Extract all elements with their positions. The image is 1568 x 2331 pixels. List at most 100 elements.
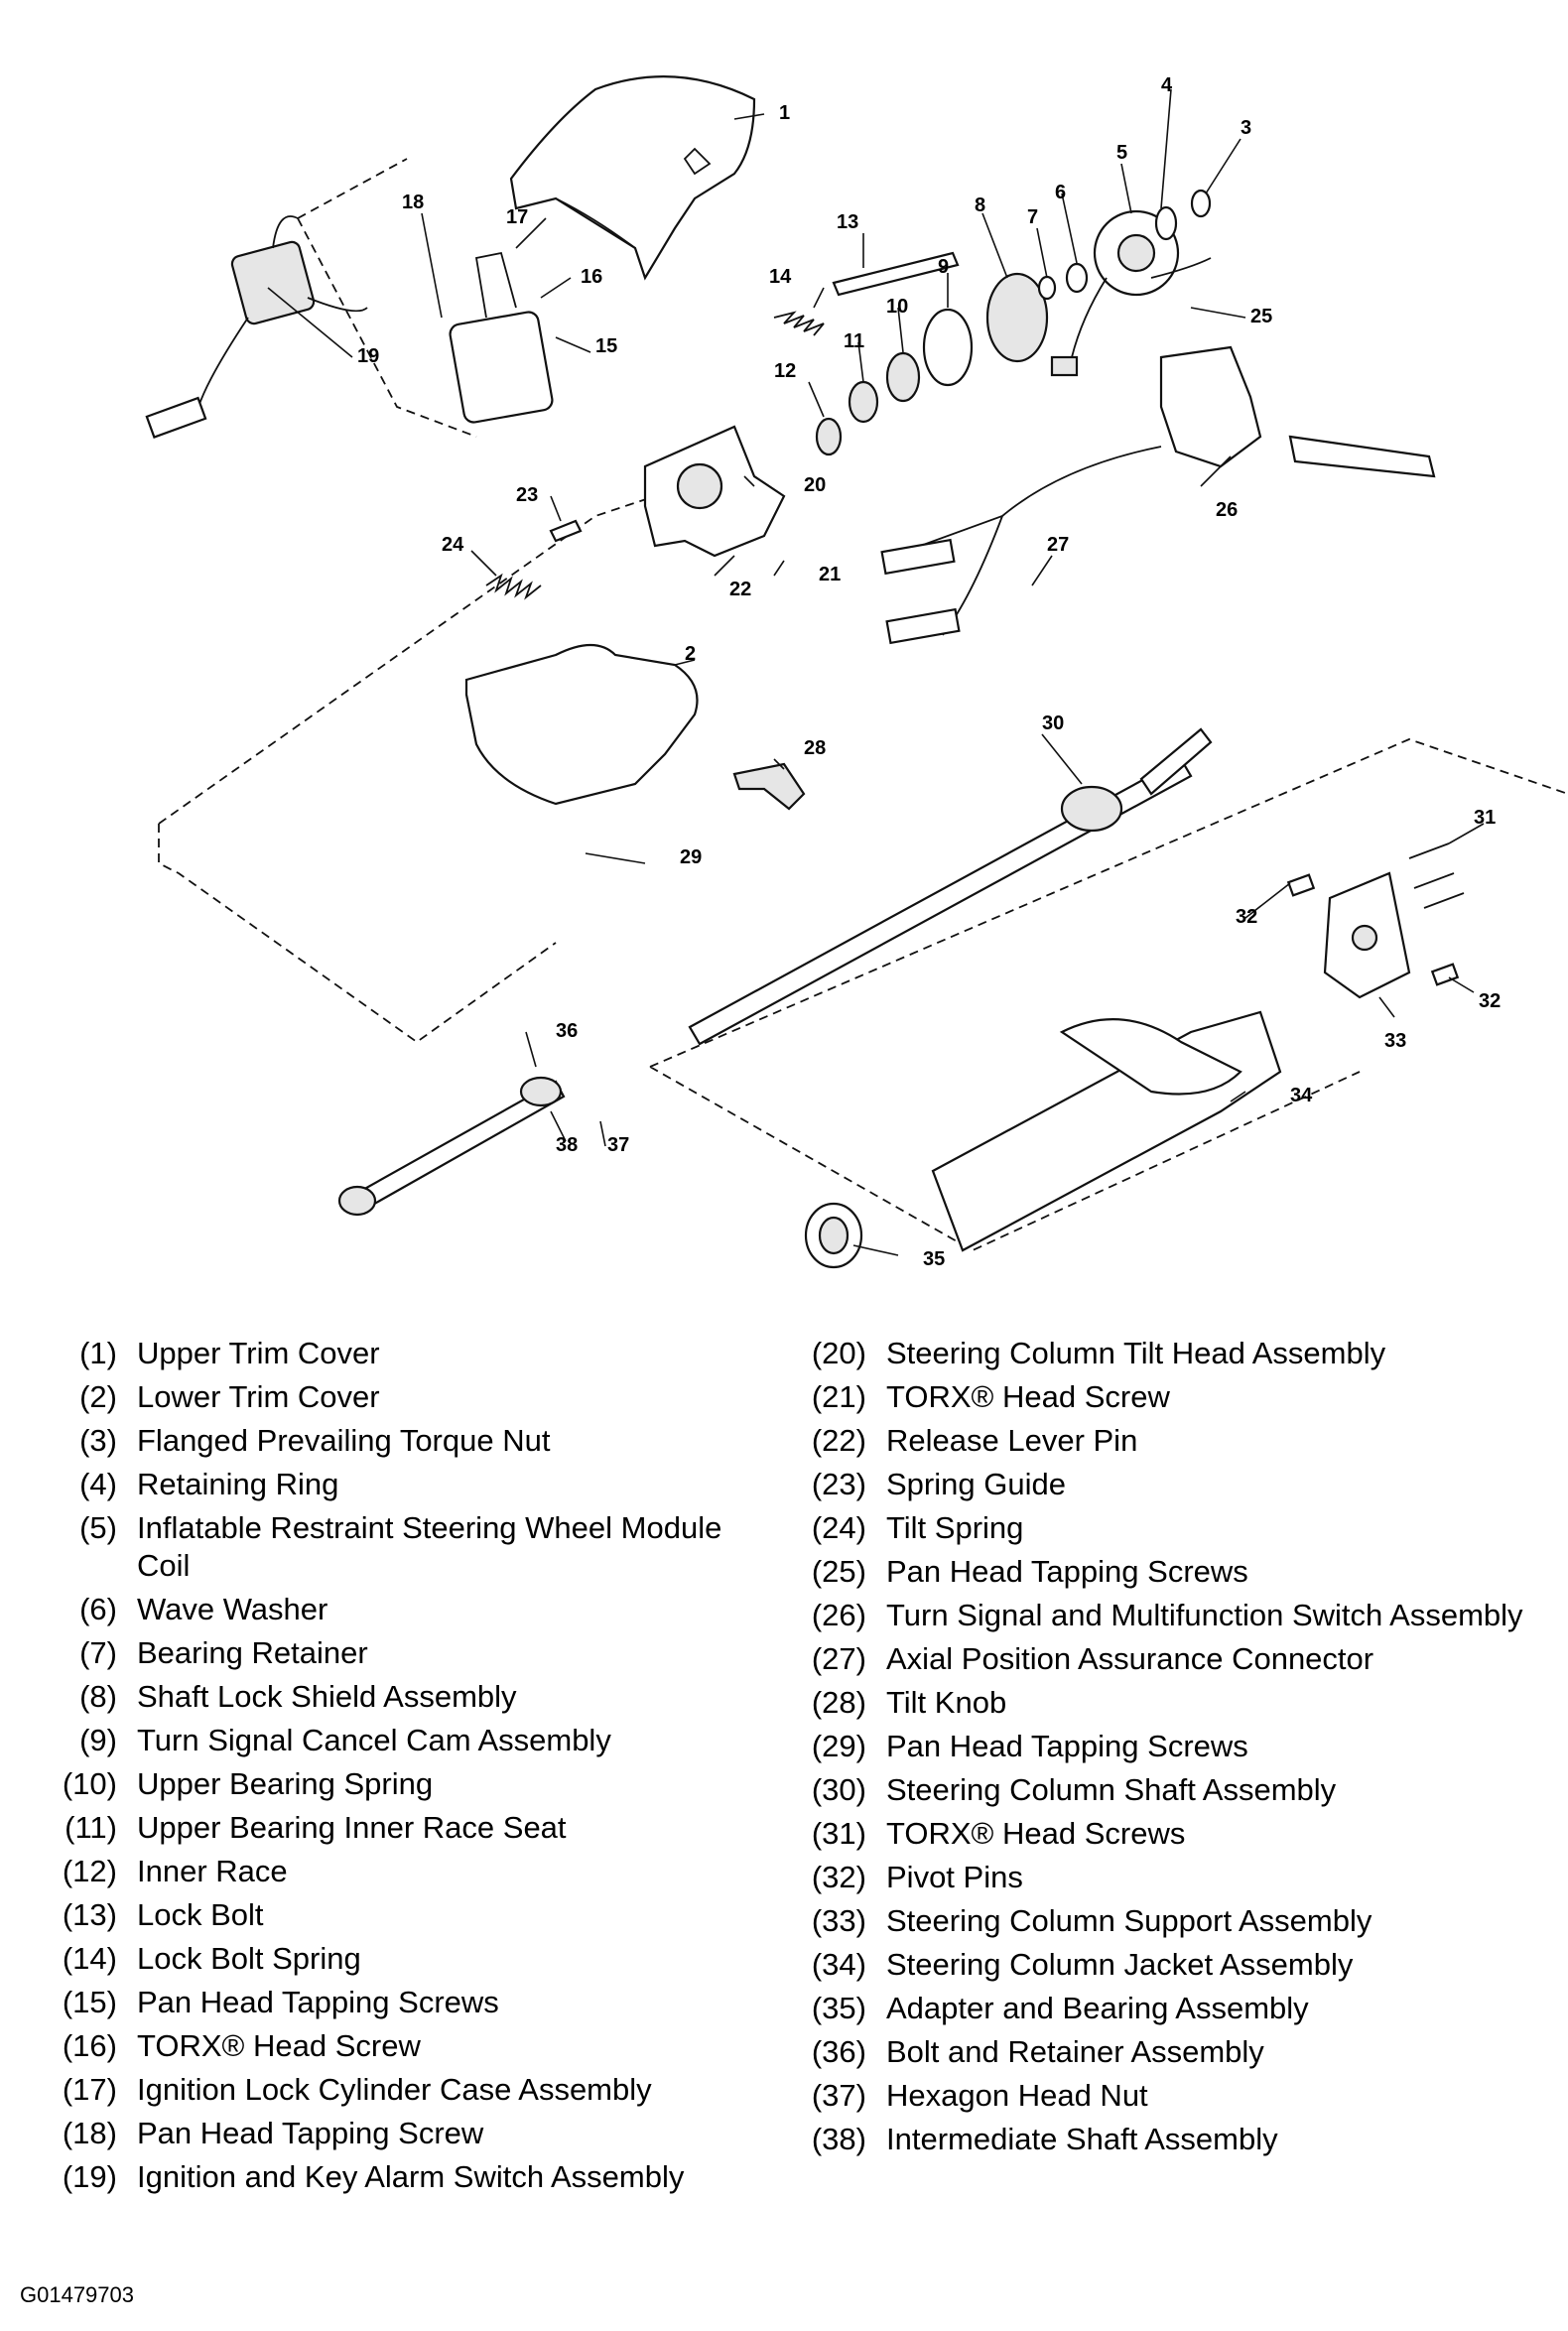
legend-item: (26)Turn Signal and Multifunction Switch…: [811, 1598, 1523, 1632]
legend-item: (28)Tilt Knob: [811, 1685, 1007, 1720]
legend-item: (31)TORX® Head Screws: [811, 1816, 1186, 1851]
callout-26: 26: [1216, 499, 1238, 521]
column-support: [1286, 842, 1465, 999]
legend-item: (23)Spring Guide: [811, 1467, 1066, 1501]
callout-38: 38: [556, 1134, 578, 1156]
legend-item: (38)Intermediate Shaft Assembly: [811, 2122, 1278, 2156]
legend-item: (24)Tilt Spring: [811, 1510, 1024, 1545]
module-coil: [1037, 189, 1212, 377]
legend-item: (22)Release Lever Pin: [811, 1423, 1138, 1458]
callout-9: 9: [938, 256, 949, 278]
callout-8: 8: [975, 194, 985, 216]
legend-item: (8)Shaft Lock Shield Assembly: [79, 1679, 517, 1714]
callout-15: 15: [595, 335, 617, 357]
legend-item: (12)Inner Race: [62, 1854, 288, 1888]
callout-36: 36: [556, 1020, 578, 1042]
callout-34: 34: [1290, 1085, 1313, 1106]
dashed-boundary-switch: [297, 158, 477, 438]
legend-item: (25)Pan Head Tapping Screws: [811, 1554, 1248, 1589]
legend-item: (15)Pan Head Tapping Screws: [62, 1985, 499, 2019]
adapter-bearing: [804, 1202, 863, 1269]
callout-32a: 32: [1236, 906, 1257, 928]
steering-column-jacket: [931, 1010, 1282, 1252]
legend-item: (33)Steering Column Support Assembly: [811, 1903, 1372, 1938]
legend-column-left: (1)Upper Trim Cover (2)Lower Trim Cover …: [30, 1335, 764, 2202]
legend-item: (11)Upper Bearing Inner Race Seat: [65, 1810, 567, 1845]
callout-30: 30: [1042, 712, 1064, 734]
callout-20: 20: [804, 474, 826, 496]
bearing-and-cam-stack: [815, 272, 1049, 456]
callout-12: 12: [774, 360, 796, 382]
callout-24: 24: [442, 534, 464, 556]
legend-item: (18)Pan Head Tapping Screw: [62, 2116, 484, 2150]
legend-item: (34)Steering Column Jacket Assembly: [811, 1947, 1354, 1982]
legend-item: (37)Hexagon Head Nut: [811, 2078, 1148, 2113]
leader-lines: [267, 88, 1485, 1256]
parts-legend: (1)Upper Trim Cover (2)Lower Trim Cover …: [30, 1335, 1538, 2228]
callout-5: 5: [1116, 142, 1127, 164]
legend-item: (27)Axial Position Assurance Connector: [811, 1641, 1374, 1676]
dashed-boundary-lower: [649, 738, 1568, 1252]
ignition-lock-cylinder-case: [449, 251, 554, 424]
callout-31: 31: [1474, 807, 1496, 829]
steering-column-shaft: [688, 727, 1213, 1046]
legend-column-right: (20)Steering Column Tilt Head Assembly (…: [779, 1335, 1533, 2164]
callout-2: 2: [685, 643, 696, 665]
turn-signal-switch: [880, 345, 1436, 645]
callout-21: 21: [819, 564, 841, 585]
callout-25: 25: [1250, 306, 1272, 327]
callout-6: 6: [1055, 182, 1066, 203]
legend-item: (36)Bolt and Retainer Assembly: [811, 2034, 1264, 2069]
legend-item: (35)Adapter and Bearing Assembly: [811, 1991, 1309, 2025]
callout-27: 27: [1047, 534, 1069, 556]
callout-17: 17: [506, 206, 528, 228]
callout-18: 18: [402, 192, 424, 213]
tilt-head-assembly: [643, 425, 786, 558]
callout-19: 19: [357, 345, 379, 367]
tilt-spring: [485, 573, 542, 600]
callout-3: 3: [1241, 117, 1251, 139]
legend-item: (30)Steering Column Shaft Assembly: [811, 1772, 1337, 1807]
legend-item: (19)Ignition and Key Alarm Switch Assemb…: [62, 2159, 685, 2194]
legend-item: (17)Ignition Lock Cylinder Case Assembly: [62, 2072, 652, 2107]
callout-10: 10: [886, 296, 908, 318]
callout-32b: 32: [1479, 990, 1501, 1012]
legend-item: (9)Turn Signal Cancel Cam Assembly: [79, 1723, 611, 1757]
legend-item: (4)Retaining Ring: [79, 1467, 339, 1501]
callout-22: 22: [729, 579, 751, 600]
legend-item: (21)TORX® Head Screw: [811, 1379, 1170, 1414]
upper-trim-cover: [509, 75, 756, 281]
callout-29: 29: [680, 846, 702, 868]
exploded-view-diagram: 1 2 3 4 5 6 7 8 9 10 11 12 13 14 15 16 1…: [145, 74, 1568, 1270]
figure-id: G01479703: [20, 2282, 134, 2307]
ignition-alarm-switch: [145, 215, 368, 439]
callout-37: 37: [607, 1134, 629, 1156]
legend-item: (29)Pan Head Tapping Screws: [811, 1729, 1248, 1763]
callout-35: 35: [923, 1248, 945, 1270]
lock-bolt: [773, 251, 960, 336]
legend-item: (14)Lock Bolt Spring: [62, 1941, 361, 1976]
legend-item: (2)Lower Trim Cover: [79, 1379, 380, 1414]
intermediate-shaft: [337, 1076, 566, 1217]
legend-item: (1)Upper Trim Cover: [79, 1336, 380, 1370]
callout-1: 1: [779, 102, 790, 124]
dashed-boundary-upper: [158, 465, 745, 1044]
legend-item: (10)Upper Bearing Spring: [62, 1766, 434, 1801]
legend-item: (32)Pivot Pins: [811, 1860, 1023, 1894]
callout-23: 23: [516, 484, 538, 506]
callout-33: 33: [1384, 1030, 1406, 1052]
legend-item: (13)Lock Bolt: [62, 1897, 264, 1932]
callout-7: 7: [1027, 206, 1038, 228]
callout-labels: 1 2 3 4 5 6 7 8 9 10 11 12 13 14 15 16 1…: [357, 74, 1501, 1270]
legend-item: (3)Flanged Prevailing Torque Nut: [79, 1423, 551, 1458]
callout-4: 4: [1161, 74, 1173, 96]
tilt-knob: [732, 762, 806, 811]
lower-trim-cover: [464, 644, 699, 806]
callout-28: 28: [804, 737, 826, 759]
legend-item: (7)Bearing Retainer: [79, 1635, 368, 1670]
callout-11: 11: [844, 330, 864, 352]
legend-item: (5)Inflatable Restraint Steering Wheel M…: [79, 1510, 722, 1583]
callout-14: 14: [769, 266, 792, 288]
legend-item: (6)Wave Washer: [79, 1592, 328, 1626]
spring-guide: [549, 519, 583, 543]
